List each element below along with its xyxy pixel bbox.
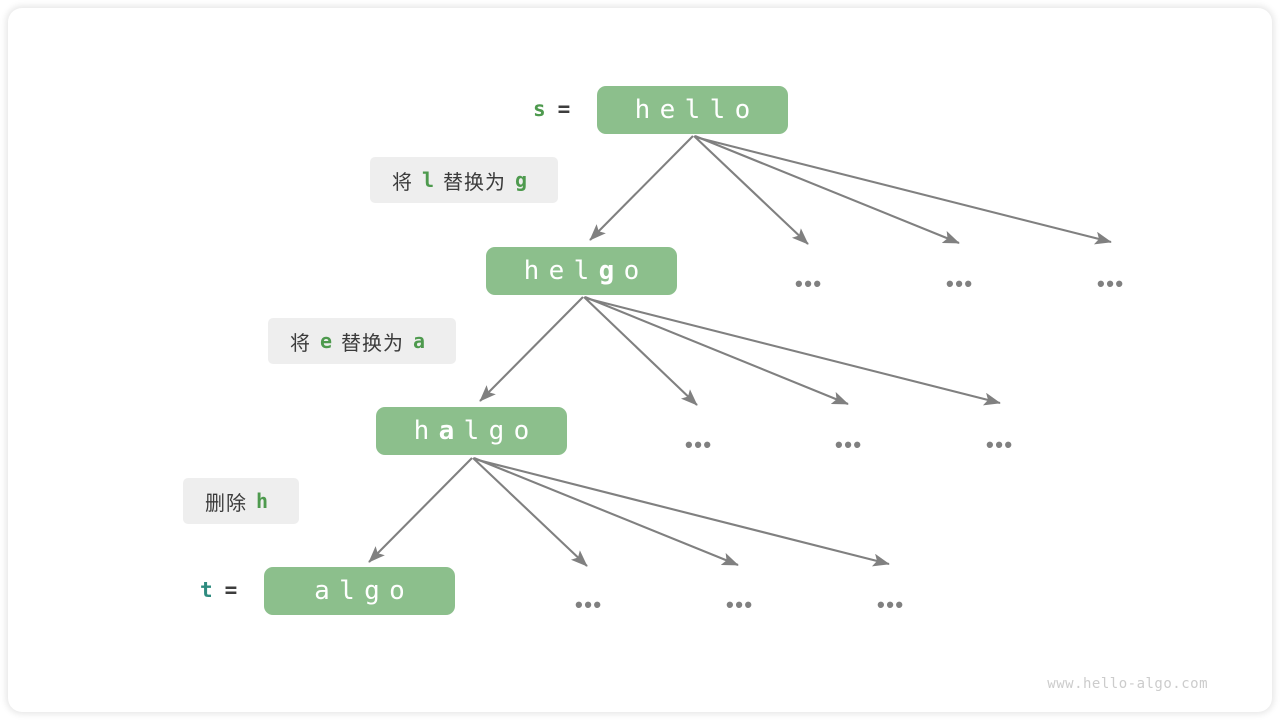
string-node-halgo[interactable]: h a l g o — [376, 407, 567, 455]
char-cell: h — [634, 95, 651, 125]
char-cell: h — [413, 416, 430, 446]
ellipsis-marker: ••• — [986, 432, 1014, 457]
variable-label-t: t = — [200, 578, 237, 602]
string-node-helgo[interactable]: h e l g o — [486, 247, 677, 295]
operation-to-char: a — [413, 329, 426, 353]
operation-to-char: g — [515, 168, 528, 192]
operation-chip-replace-e-a: 将 e 替换为 a — [268, 318, 457, 364]
char-cell: o — [389, 576, 405, 606]
ellipsis-marker: ••• — [877, 592, 905, 617]
char-cell-highlighted: g — [598, 256, 615, 286]
ellipsis-marker: ••• — [946, 271, 974, 296]
ellipsis-marker: ••• — [685, 432, 713, 457]
string-node-algo[interactable]: a l g o — [264, 567, 455, 615]
char-cell: o — [513, 416, 530, 446]
string-node-hello[interactable]: h e l l o — [597, 86, 788, 134]
char-cell: g — [364, 576, 380, 606]
char-cell: o — [623, 256, 640, 286]
char-cell: e — [548, 256, 565, 286]
equals-sign-t: = — [224, 578, 238, 602]
operation-prefix: 将 — [392, 171, 413, 194]
operation-prefix: 将 — [290, 332, 311, 355]
operation-prefix: 删除 — [205, 492, 247, 515]
ellipsis-marker: ••• — [795, 271, 823, 296]
char-cell-highlighted: a — [438, 416, 455, 446]
equals-sign-s: = — [557, 97, 571, 121]
char-cell: e — [659, 95, 676, 125]
watermark-text: www.hello-algo.com — [1047, 676, 1208, 692]
operation-chip-delete-h: 删除 h — [183, 478, 300, 524]
operation-from-char: e — [320, 329, 333, 353]
char-cell: l — [339, 576, 355, 606]
char-cell: h — [523, 256, 540, 286]
ellipsis-marker: ••• — [835, 432, 863, 457]
operation-middle: 替换为 — [443, 171, 507, 194]
variable-label-s: s = — [533, 97, 570, 121]
char-cell: l — [709, 95, 726, 125]
char-cell: g — [488, 416, 505, 446]
char-cell: l — [573, 256, 590, 286]
ellipsis-marker: ••• — [726, 592, 754, 617]
char-cell: l — [684, 95, 701, 125]
operation-from-char: l — [422, 168, 435, 192]
char-cell: a — [314, 576, 330, 606]
operation-from-char: h — [256, 489, 269, 513]
ellipsis-marker: ••• — [1097, 271, 1125, 296]
arrow-group-level2 — [479, 296, 1001, 406]
char-cell: l — [463, 416, 480, 446]
variable-name-t: t — [200, 578, 213, 602]
operation-chip-replace-l-g: 将 l 替换为 g — [370, 157, 559, 203]
variable-name-s: s — [533, 97, 546, 121]
arrow-group-level1 — [589, 135, 1112, 245]
ellipsis-marker: ••• — [575, 592, 603, 617]
operation-middle: 替换为 — [341, 332, 405, 355]
char-cell: o — [734, 95, 751, 125]
arrow-group-level3 — [368, 457, 890, 567]
